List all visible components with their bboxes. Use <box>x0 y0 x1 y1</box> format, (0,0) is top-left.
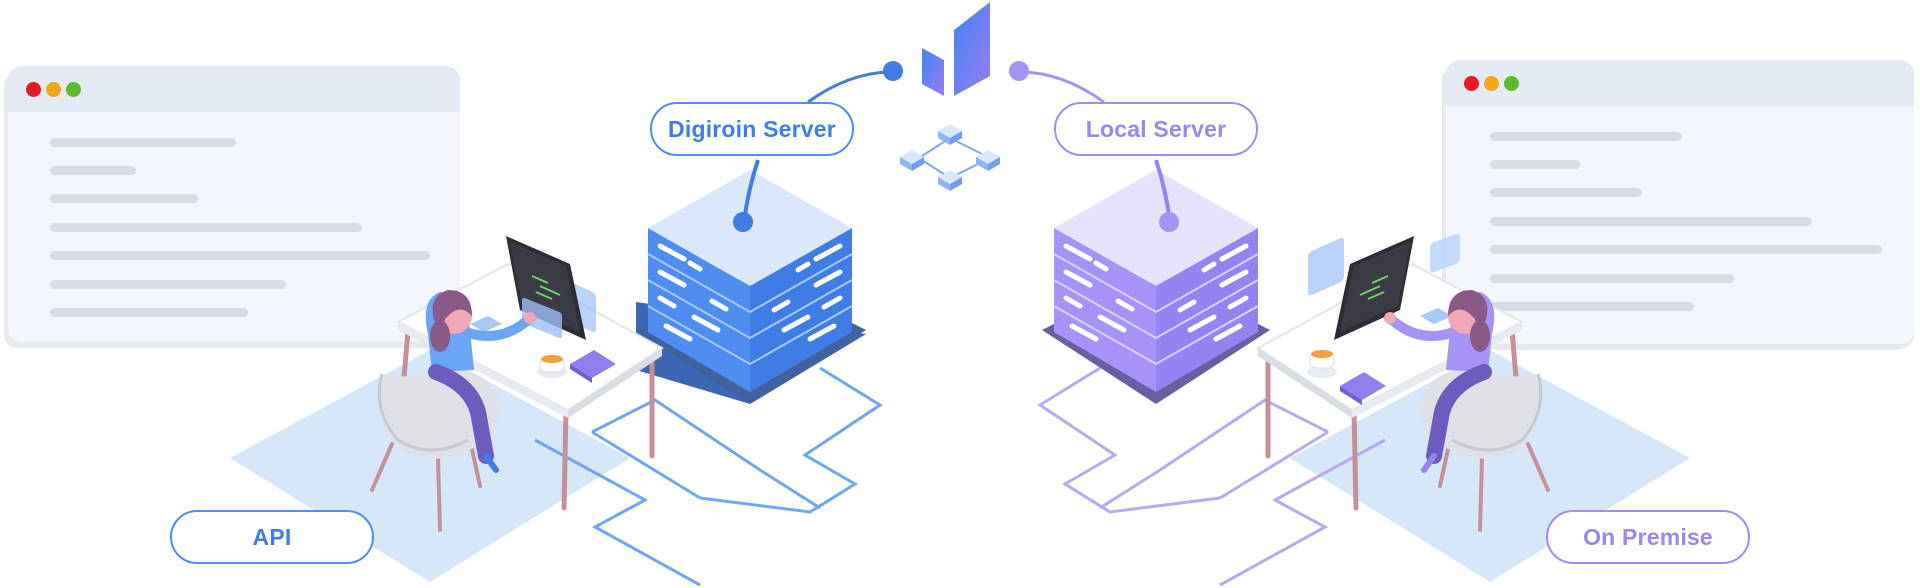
placeholder-text-line <box>1490 132 1682 141</box>
local-server-stack <box>1042 170 1270 404</box>
right-floor-shadow <box>1290 350 1690 582</box>
placeholder-text-line <box>1490 217 1812 226</box>
network-nodes-icon <box>900 124 1000 191</box>
left-workstation <box>370 236 664 532</box>
placeholder-text-line <box>50 308 248 317</box>
right-circuit-lines <box>1037 366 1386 587</box>
placeholder-text-line <box>50 194 198 203</box>
digiroin-logo-icon <box>922 2 990 96</box>
on-premise-label: On Premise <box>1546 510 1750 564</box>
blue-connector <box>733 61 903 232</box>
placeholder-text-line <box>50 223 362 232</box>
api-label: API <box>170 510 374 564</box>
browser-title-bar <box>1446 60 1914 106</box>
placeholder-text-line <box>50 166 136 175</box>
local-server-label: Local Server <box>1054 102 1258 156</box>
maximize-dot-icon <box>66 82 81 97</box>
close-dot-icon <box>26 82 41 97</box>
maximize-dot-icon <box>1504 76 1519 91</box>
placeholder-text-line <box>1490 274 1734 283</box>
placeholder-text-line <box>50 138 236 147</box>
right-browser-window <box>1446 60 1914 344</box>
close-dot-icon <box>1464 76 1479 91</box>
left-browser-window <box>8 66 460 342</box>
minimize-dot-icon <box>1484 76 1499 91</box>
digiroin-server-label: Digiroin Server <box>650 102 854 156</box>
placeholder-text-line <box>50 280 286 289</box>
browser-title-bar <box>8 66 460 112</box>
minimize-dot-icon <box>46 82 61 97</box>
placeholder-text-line <box>1490 245 1882 254</box>
left-circuit-lines <box>534 366 883 587</box>
purple-connector <box>1009 61 1179 232</box>
right-workstation <box>1256 233 1550 532</box>
left-floor-shadow <box>230 350 630 582</box>
placeholder-text-line <box>1490 302 1694 311</box>
placeholder-text-line <box>50 251 430 260</box>
digiroin-server-stack <box>636 170 866 404</box>
placeholder-text-line <box>1490 188 1642 197</box>
placeholder-text-line <box>1490 160 1580 169</box>
